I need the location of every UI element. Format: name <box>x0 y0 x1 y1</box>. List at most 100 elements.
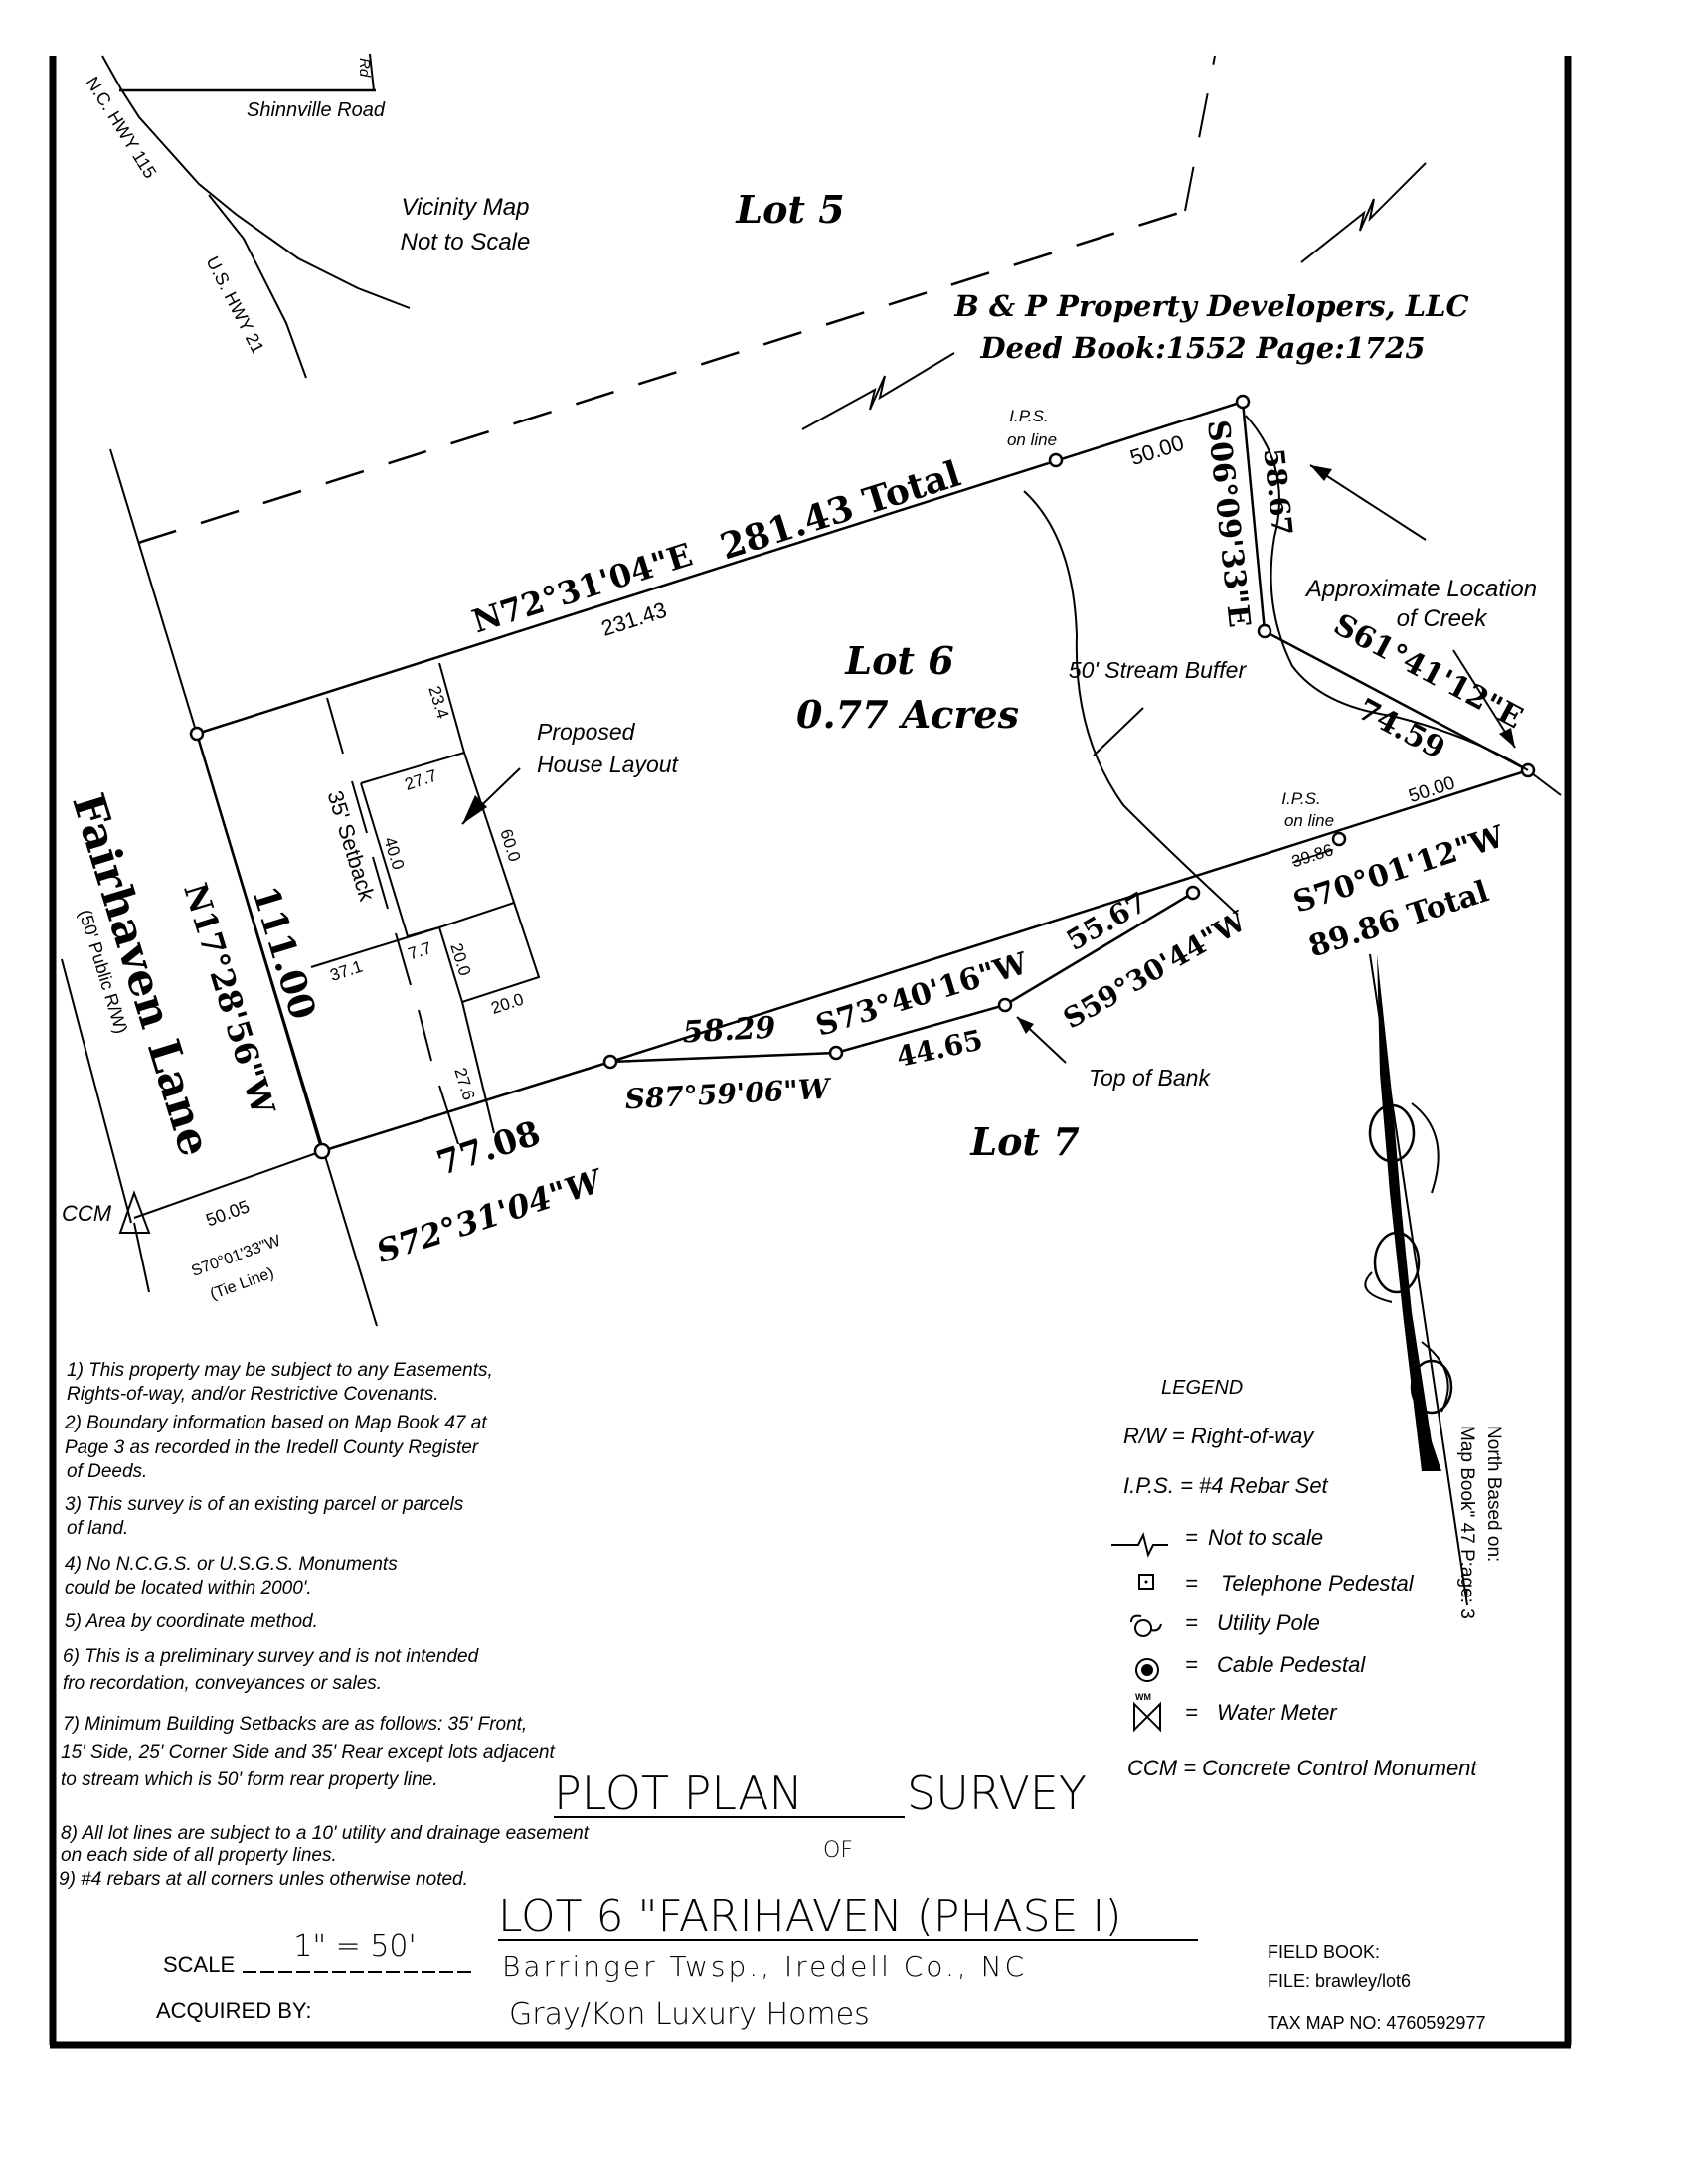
stream-features <box>1016 415 1529 1064</box>
lot7-label: Lot 7 <box>969 1119 1079 1164</box>
legend: LEGEND R/W = Right-of-way I.P.S. = #4 Re… <box>1111 1377 1477 1780</box>
legend-ips: I.P.S. = #4 Rebar Set <box>1123 1473 1329 1498</box>
top-of-bank-label: Top of Bank <box>1089 1065 1211 1091</box>
telephone-pedestal-icon <box>1138 1574 1154 1590</box>
house-label: Proposed <box>537 719 636 745</box>
title-lot: LOT 6 "FARIHAVEN (PHASE I) <box>498 1891 1122 1941</box>
water-meter-icon <box>1133 1701 1161 1733</box>
utility-pole-icon <box>1130 1614 1162 1637</box>
north-basis: North Based on: <box>1483 1426 1504 1562</box>
lot6-area: 0.77 Acres <box>796 692 1019 737</box>
east-distance: 58.67 <box>1257 447 1298 538</box>
vicinity-road-label: Shinnville Road <box>247 99 386 121</box>
house-dim: 27.6 <box>450 1066 478 1102</box>
ips-marker <box>1331 831 1347 847</box>
stream-buffer-label: 50' Stream Buffer <box>1069 657 1248 683</box>
north-basis-2: Map Book" 47 P:age: 3 <box>1456 1426 1477 1619</box>
page-border <box>49 56 1572 2049</box>
corner-marker <box>1235 394 1251 410</box>
ips-marker <box>1048 452 1064 468</box>
break-symbol <box>1300 162 1427 263</box>
note-line: 6) This is a preliminary survey and is n… <box>63 1646 480 1667</box>
note-line: 8) All lot lines are subject to a 10' ut… <box>61 1823 590 1844</box>
legend-nts: Not to scale <box>1208 1525 1323 1550</box>
lot6-label: Lot 6 <box>844 638 953 683</box>
c1-distance: 55.67 <box>1061 886 1152 957</box>
setback-label: 35' Setback <box>323 788 381 906</box>
west-distance: 111.00 <box>244 881 323 1024</box>
sw-bearing: S72°31'04"W <box>372 1161 608 1270</box>
note-line: 1) This property may be subject to any E… <box>67 1360 493 1381</box>
file-name: FILE: brawley/lot6 <box>1268 1971 1411 1991</box>
cable-pedestal-icon <box>1135 1658 1159 1682</box>
field-book: FIELD BOOK: <box>1268 1942 1380 1962</box>
ccm-monument-icon <box>118 1190 151 1234</box>
legend-eq: = <box>1185 1700 1198 1725</box>
c3-bearing: S87°59'06"W <box>624 1073 833 1116</box>
arrow-icon <box>462 795 487 824</box>
c2-distance: 44.65 <box>894 1023 986 1074</box>
adjoining-lines <box>61 55 1427 1327</box>
house-dim: 40.0 <box>380 835 408 872</box>
corner-marker <box>1185 885 1201 901</box>
street-name: Fairhaven Lane <box>62 788 220 1162</box>
corner-marker <box>997 997 1013 1013</box>
vicinity-map: Shinnville Road Rd N.C. HWY 115 U.S. HWY… <box>83 53 531 379</box>
note-line: Rights-of-way, and/or Restrictive Covena… <box>67 1384 439 1405</box>
house-dim: 20.0 <box>446 941 474 978</box>
legend-eq: = <box>1185 1571 1198 1596</box>
note-line: Page 3 as recorded in the Iredell County… <box>65 1437 479 1458</box>
corner-marker <box>828 1045 844 1061</box>
title-survey: SURVEY <box>907 1766 1087 1820</box>
note-line: 15' Side, 25' Corner Side and 35' Rear e… <box>61 1742 555 1763</box>
sw-distance: 77.08 <box>432 1113 546 1184</box>
legend-eq: = <box>1185 1652 1198 1677</box>
north-bearing: N72°31'04"E <box>467 536 696 641</box>
corner-marker <box>189 726 205 742</box>
legend-tel: Telephone Pedestal <box>1221 1571 1415 1596</box>
house-dim: 60.0 <box>496 827 524 864</box>
corner-marker <box>602 1054 618 1070</box>
legend-rw: R/W = Right-of-way <box>1123 1424 1315 1448</box>
title-block: PLOT PLAN SURVEY OF LOT 6 "FARIHAVEN (PH… <box>156 1766 1485 2033</box>
acquired-value: Gray/Kon Luxury Homes <box>509 1997 870 2032</box>
vicinity-title: Vicinity Map <box>402 194 530 221</box>
on-line-label: on line <box>1007 430 1057 449</box>
note-line: 5) Area by coordinate method. <box>65 1611 318 1632</box>
note-line: 3) This survey is of an existing parcel … <box>65 1494 464 1515</box>
ips-label: I.P.S. <box>1009 407 1048 425</box>
scale-value: 1" = 50' <box>293 1930 417 1964</box>
tie-distance: 50.05 <box>203 1196 252 1230</box>
legend-eq: = <box>1185 1610 1198 1635</box>
creek-label-2: of Creek <box>1397 605 1489 632</box>
tax-map-number: TAX MAP NO: 4760592977 <box>1268 2013 1485 2033</box>
legend-eq: = <box>1185 1525 1198 1550</box>
note-line: 2) Boundary information based on Map Boo… <box>64 1413 487 1433</box>
note-line: of land. <box>67 1518 128 1539</box>
corner-marker <box>1257 623 1272 639</box>
break-symbol <box>801 352 955 430</box>
note-line: 4) No N.C.G.S. or U.S.G.S. Monuments <box>65 1554 398 1575</box>
owner-name: B & P Property Developers, LLC <box>953 289 1468 323</box>
water-meter-tag: WM <box>1135 1692 1151 1702</box>
house-label-2: House Layout <box>537 752 680 777</box>
note-line: of Deeds. <box>67 1461 147 1482</box>
title-of: OF <box>823 1838 853 1863</box>
note-line: on each side of all property lines. <box>61 1845 337 1866</box>
legend-ccm: CCM = Concrete Control Monument <box>1127 1756 1477 1780</box>
house-layout <box>310 662 541 1145</box>
north-total-distance: 281.43 Total <box>716 453 966 569</box>
legend-cable: Cable Pedestal <box>1217 1652 1366 1677</box>
not-to-scale-icon <box>1111 1532 1168 1558</box>
scale-label: SCALE <box>163 1952 235 1977</box>
vicinity-scale-note: Not to Scale <box>401 229 531 255</box>
acquired-label: ACQUIRED BY: <box>156 1998 311 2023</box>
vicinity-rd-label: Rd <box>356 58 373 78</box>
house-dim: 20.0 <box>489 990 526 1018</box>
ccm-label: CCM <box>62 1201 112 1226</box>
on-line-label: on line <box>1284 811 1334 830</box>
creek-label: Approximate Location <box>1304 576 1537 602</box>
legend-title: LEGEND <box>1161 1377 1243 1399</box>
deed-reference: Deed Book:1552 Page:1725 <box>979 331 1425 365</box>
